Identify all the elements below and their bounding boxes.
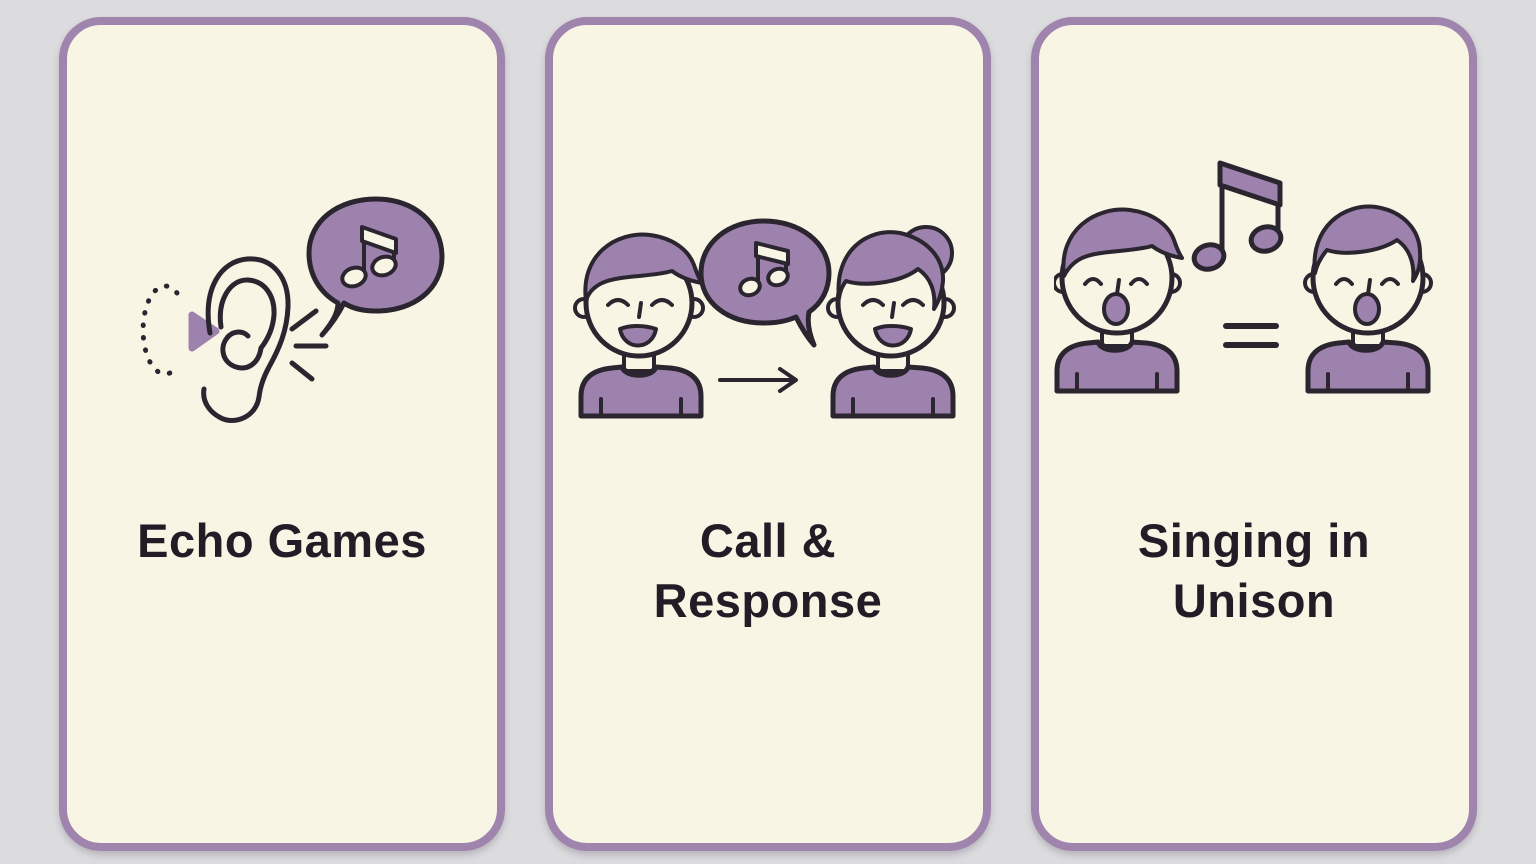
card-echo-games: Echo Games xyxy=(59,17,505,851)
ear-icon xyxy=(201,256,291,423)
equals-icon xyxy=(1223,323,1279,348)
sound-triangle-icon xyxy=(188,311,220,352)
card-call-response: Call & Response xyxy=(545,17,991,851)
music-note-icon xyxy=(738,241,790,298)
singing-boy-left-icon xyxy=(1054,207,1184,394)
card-title: Singing in Unison xyxy=(1137,514,1371,628)
arrow-right-icon xyxy=(718,367,798,393)
singing-boy-right-icon xyxy=(1303,204,1433,394)
card-singing-unison: Singing in Unison xyxy=(1031,17,1477,851)
music-speech-bubble-icon xyxy=(306,196,445,338)
music-note-icon xyxy=(340,225,398,289)
music-note-icon xyxy=(1191,160,1284,272)
card-row: Echo Games xyxy=(59,17,1477,851)
sound-wave-lines-icon xyxy=(289,308,329,382)
card-title: Call & Response xyxy=(653,514,883,628)
echo-games-illustration xyxy=(140,196,445,423)
singer-girl-icon xyxy=(826,225,956,419)
music-speech-bubble-icon xyxy=(698,218,832,348)
card-title: Echo Games xyxy=(137,514,427,567)
singer-boy-icon xyxy=(573,232,705,419)
call-response-illustration xyxy=(573,218,956,419)
singing-unison-illustration xyxy=(1054,160,1433,394)
echo-dotted-arc-icon xyxy=(140,283,180,377)
